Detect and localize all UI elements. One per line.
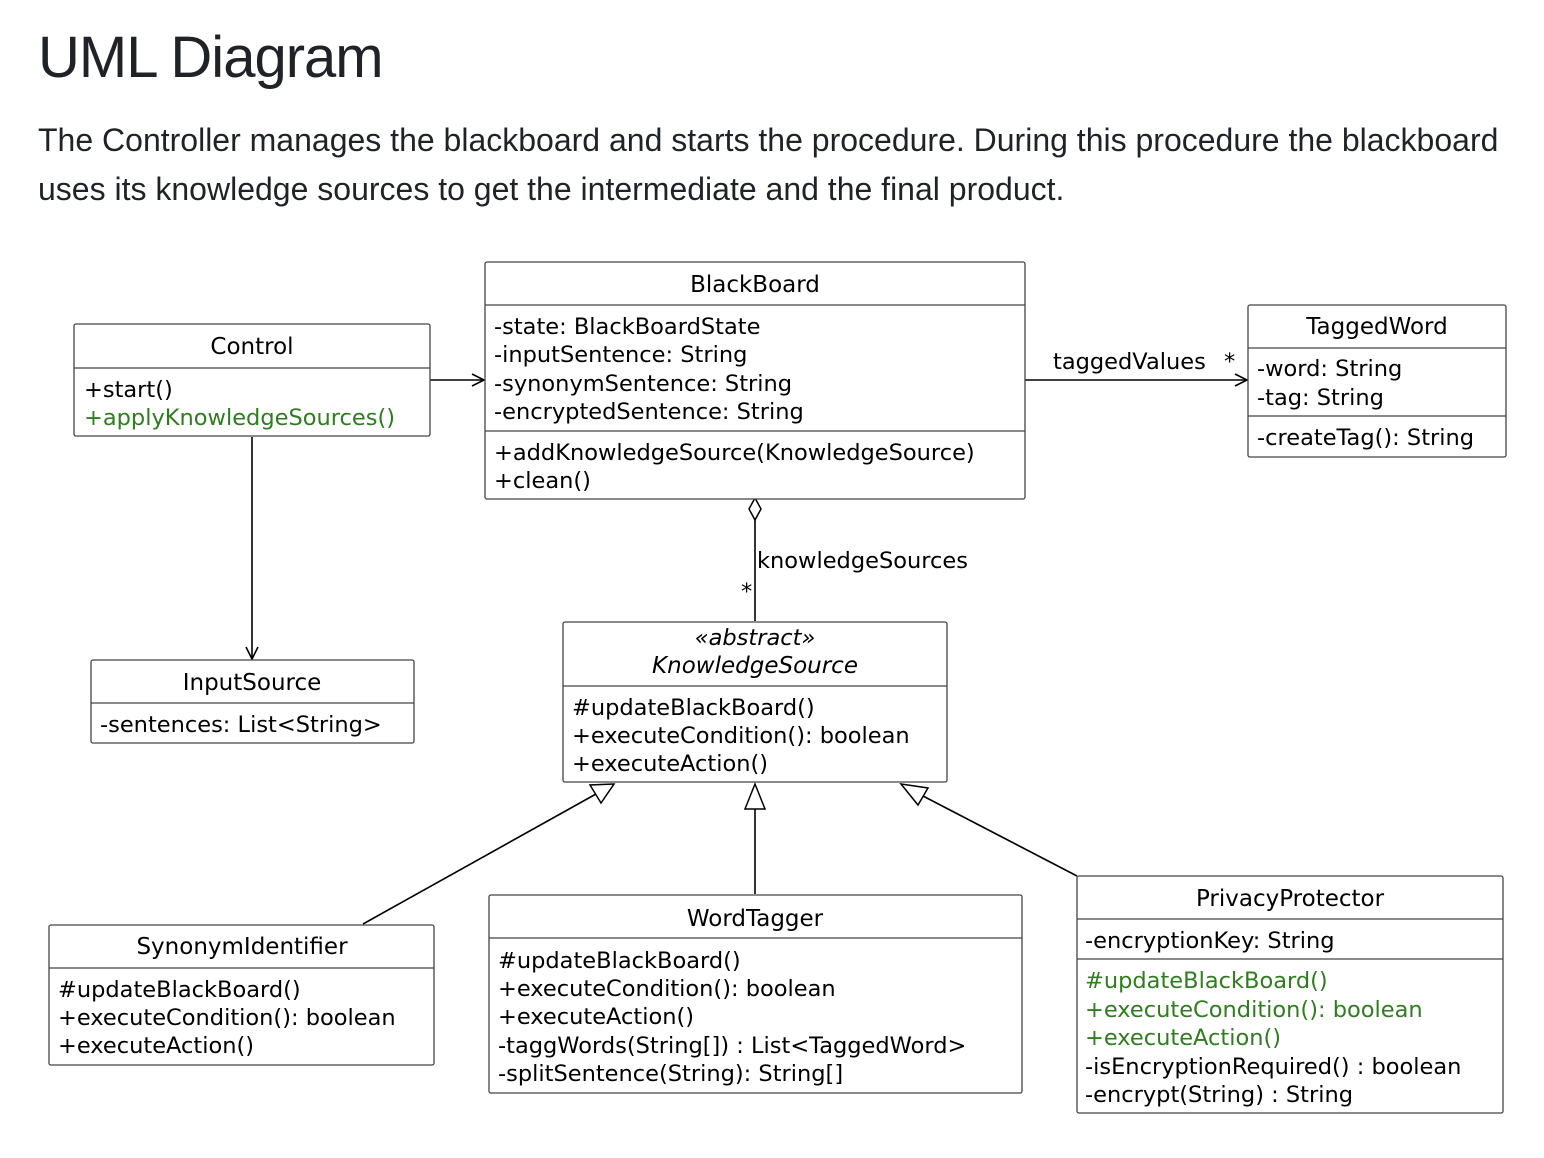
tagged-values-multiplicity: * (1224, 349, 1235, 375)
method: +executeCondition(): boolean (58, 1005, 396, 1031)
tagged-values-label: taggedValues (1053, 349, 1206, 375)
knowledge-sources-label: knowledgeSources (757, 548, 968, 574)
method: +executeCondition(): boolean (498, 976, 836, 1002)
class-name: SynonymIdentifier (136, 934, 348, 960)
attribute: -encryptedSentence: String (494, 399, 804, 425)
class-name: BlackBoard (690, 272, 820, 298)
class-taggedword[interactable]: TaggedWord -word: String -tag: String -c… (1247, 304, 1507, 458)
class-blackboard[interactable]: BlackBoard -state: BlackBoardState -inpu… (484, 261, 1026, 500)
method: +start() (84, 377, 173, 403)
attribute: -inputSentence: String (494, 342, 747, 368)
attribute: -synonymSentence: String (494, 371, 792, 397)
class-synonymidentifier[interactable]: SynonymIdentifier #updateBlackBoard() +e… (48, 924, 435, 1066)
class-name: InputSource (183, 670, 322, 696)
inheritance-triangle-icon (899, 782, 930, 807)
synonymidentifier-inheritance-edge (362, 793, 597, 925)
class-name: Control (210, 334, 293, 360)
method: #updateBlackBoard() (1085, 968, 1328, 994)
privacyprotector-inheritance-edge (922, 795, 1078, 877)
method: -taggWords(String[]) : List<TaggedWord> (498, 1033, 966, 1059)
method: -splitSentence(String): String[] (498, 1061, 843, 1087)
class-inputsource[interactable]: InputSource -sentences: List<String> (90, 659, 415, 744)
method: -createTag(): String (1257, 425, 1474, 451)
class-name: PrivacyProtector (1196, 886, 1385, 912)
method: +clean() (494, 468, 591, 494)
method: +executeAction() (572, 751, 768, 777)
method: #updateBlackBoard() (58, 977, 301, 1003)
method: +executeCondition(): boolean (572, 723, 910, 749)
page-description: The Controller manages the blackboard an… (38, 122, 1499, 207)
class-name: WordTagger (687, 906, 824, 932)
method: +executeAction() (1085, 1025, 1281, 1051)
attribute: -sentences: List<String> (100, 712, 382, 738)
attribute: -tag: String (1257, 385, 1384, 411)
class-wordtagger[interactable]: WordTagger #updateBlackBoard() +executeC… (488, 894, 1023, 1094)
method: -isEncryptionRequired() : boolean (1085, 1054, 1461, 1080)
attribute: -encryptionKey: String (1085, 928, 1335, 954)
class-privacyprotector[interactable]: PrivacyProtector -encryptionKey: String … (1076, 875, 1504, 1114)
page-title: UML Diagram (38, 25, 384, 90)
method: +executeAction() (58, 1033, 254, 1059)
method: #updateBlackBoard() (572, 695, 815, 721)
inheritance-triangle-icon (743, 781, 767, 810)
method: #updateBlackBoard() (498, 948, 741, 974)
method: +executeAction() (498, 1004, 694, 1030)
attribute: -word: String (1257, 356, 1402, 382)
method: +executeCondition(): boolean (1085, 997, 1423, 1023)
stereotype-label: «abstract» (695, 625, 816, 651)
method: +applyKnowledgeSources() (84, 405, 395, 431)
class-control[interactable]: Control +start() +applyKnowledgeSources(… (73, 323, 431, 437)
class-knowledgesource[interactable]: «abstract» KnowledgeSource #updateBlackB… (562, 621, 948, 783)
method: -encrypt(String) : String (1085, 1082, 1353, 1108)
class-name: KnowledgeSource (652, 653, 858, 679)
method: +addKnowledgeSource(KnowledgeSource) (494, 440, 975, 466)
inheritance-triangle-icon (588, 783, 616, 805)
aggregation-diamond-icon (748, 496, 762, 522)
attribute: -state: BlackBoardState (494, 314, 760, 340)
knowledge-sources-multiplicity: * (741, 579, 752, 605)
class-name: TaggedWord (1305, 314, 1447, 340)
